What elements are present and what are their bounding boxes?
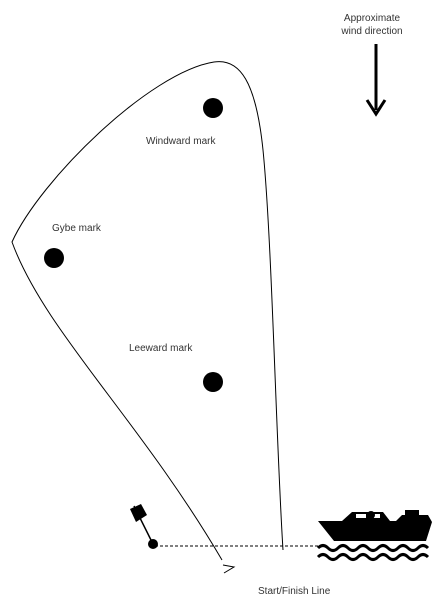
gybe-mark-label: Gybe mark xyxy=(52,223,102,234)
start-finish-line: Start/Finish Line xyxy=(130,504,432,597)
course-arrowhead xyxy=(222,564,236,574)
flag-icon xyxy=(130,504,158,549)
windward-mark-label: Windward mark xyxy=(146,136,216,147)
gybe-mark xyxy=(44,248,64,268)
wind-direction-indicator: Approximate wind direction xyxy=(340,13,403,117)
motorboat-icon xyxy=(316,510,432,561)
course-path xyxy=(11,61,284,561)
wind-label-line1: Approximate xyxy=(344,13,401,24)
start-finish-label: Start/Finish Line xyxy=(258,586,331,597)
windward-mark xyxy=(203,98,223,118)
leeward-mark xyxy=(203,372,223,392)
wind-label-line2: wind direction xyxy=(340,26,402,37)
down-arrow-icon xyxy=(365,44,387,117)
leeward-mark-label: Leeward mark xyxy=(129,343,193,354)
